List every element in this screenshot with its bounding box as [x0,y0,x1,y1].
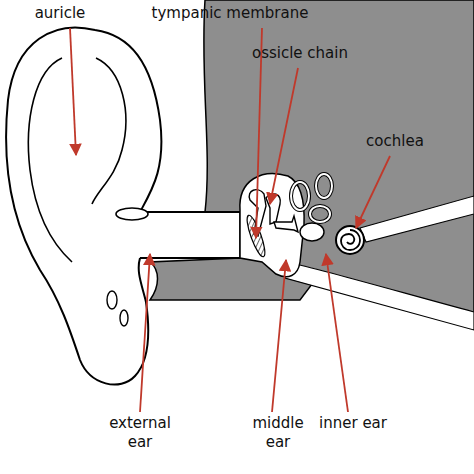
ear-canal [140,212,240,258]
antihelix-fold [92,58,126,204]
stapes [274,216,298,232]
eustachian-tube [285,262,474,330]
semicircular-canal [291,182,309,210]
leader-arrow [270,68,298,204]
vestibule [300,223,324,241]
semicircular-canal [316,174,332,198]
leader-arrow [272,260,286,412]
concha-fold [116,208,148,220]
lobe-fold [107,291,117,309]
leader-arrow [356,156,390,228]
helix-fold [28,58,72,262]
part-label: auricle [10,4,110,23]
semicircular-canal [310,206,330,222]
part-label: middle ear [238,414,318,452]
semicircular-canal [310,206,330,222]
part-label: cochlea [350,132,440,151]
cochlea-spiral [336,226,364,254]
leader-arrow [70,28,76,155]
lobe-fold [120,310,128,326]
auricle-outline [6,28,161,385]
semicircular-canal [316,174,332,198]
middle-ear-cavity [240,174,304,277]
part-label: tympanic membrane [130,4,330,23]
part-label: ossicle chain [230,44,370,63]
leader-arrow [326,254,348,412]
incus [266,194,280,224]
cochlea-spiral [341,230,360,250]
semicircular-canal [291,182,309,210]
part-label: external ear [100,414,180,452]
leader-arrow [140,254,150,412]
part-label: inner ear [318,414,388,433]
auditory-nerve-canal [360,196,474,242]
